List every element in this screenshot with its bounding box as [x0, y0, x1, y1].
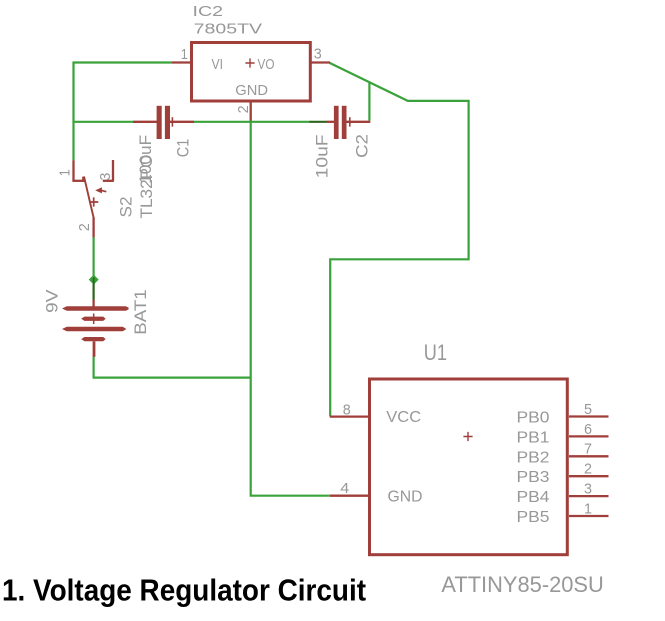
svg-text:GND: GND — [235, 82, 268, 99]
svg-text:1: 1 — [57, 169, 74, 176]
svg-text:S2: S2 — [116, 197, 135, 218]
svg-text:VI: VI — [212, 56, 224, 73]
svg-text:GND: GND — [388, 489, 423, 506]
svg-text:VCC: VCC — [386, 409, 421, 426]
svg-text:7805TV: 7805TV — [194, 21, 262, 38]
svg-text:PB3: PB3 — [517, 469, 550, 486]
svg-text:3: 3 — [584, 481, 592, 498]
svg-text:6: 6 — [584, 421, 592, 438]
svg-text:TL32PO: TL32PO — [137, 155, 156, 219]
svg-text:9V: 9V — [43, 289, 62, 313]
svg-text:PB4: PB4 — [517, 489, 550, 506]
svg-text:PB1: PB1 — [517, 429, 550, 446]
svg-text:PB0: PB0 — [517, 410, 550, 427]
svg-text:C1: C1 — [174, 139, 193, 158]
svg-text:1. Voltage Regulator Circuit: 1. Voltage Regulator Circuit — [2, 574, 366, 608]
svg-text:PB5: PB5 — [517, 509, 550, 526]
svg-text:ATTINY85-20SU: ATTINY85-20SU — [441, 572, 603, 597]
svg-text:1: 1 — [181, 46, 188, 63]
svg-text:1: 1 — [584, 500, 592, 517]
svg-text:10uF: 10uF — [312, 134, 331, 178]
svg-text:100uF: 100uF — [136, 135, 155, 184]
svg-text:C2: C2 — [352, 134, 371, 158]
svg-text:5: 5 — [584, 401, 592, 418]
svg-text:7: 7 — [584, 441, 592, 458]
svg-text:8: 8 — [343, 402, 351, 419]
svg-text:BAT1: BAT1 — [131, 289, 150, 335]
svg-text:2: 2 — [235, 105, 252, 113]
svg-text:PB2: PB2 — [517, 449, 550, 466]
svg-text:IC2: IC2 — [193, 3, 224, 20]
svg-text:4: 4 — [340, 480, 349, 497]
svg-text:3: 3 — [314, 45, 322, 62]
svg-text:2: 2 — [584, 461, 592, 478]
svg-text:VO: VO — [258, 56, 275, 73]
svg-text:U1: U1 — [424, 340, 447, 365]
svg-text:2: 2 — [76, 223, 93, 231]
svg-text:3: 3 — [97, 173, 114, 181]
